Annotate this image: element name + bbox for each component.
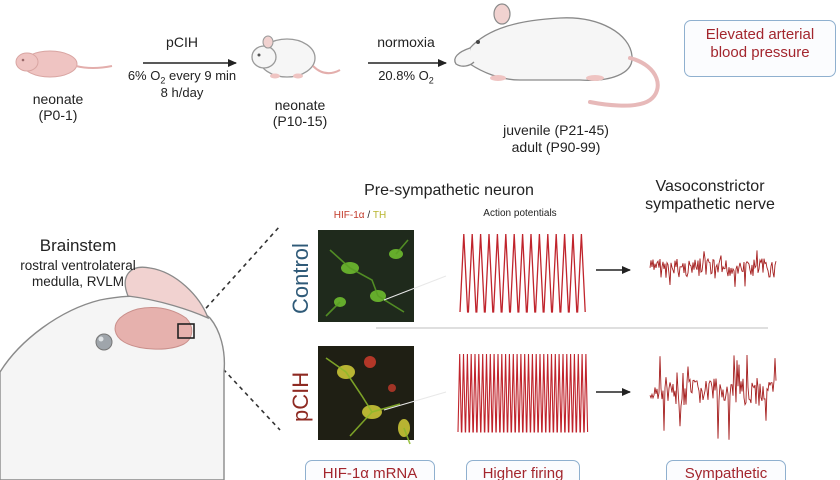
hif-mrna-box: HIF-1α mRNA [305,460,435,480]
control-nerve-recording [649,250,777,287]
adult-label: adult (P90-99) [511,139,601,155]
pcih-micrograph [318,346,447,445]
juvenile-label: juvenile (P21-45) [503,122,609,138]
pcih-label: pCIH [166,34,198,50]
control-action-potentials [459,233,586,313]
neonate-mid-label: neonate (P10-15) [272,97,328,130]
pcih-protocol: 6% O2 every 9 min 8 h/day [127,68,237,100]
sympathetic-box: Sympathetic [666,460,786,480]
action-potentials-label: Action potentials [483,208,557,219]
outcome-box: Elevated arterial blood pressure [684,20,836,77]
neonate-start-label: neonate (P0-1) [32,91,84,124]
neonate-pup-icon [15,50,113,78]
zoom-line-top [189,225,281,327]
neonate-p10-pup-icon [251,35,341,79]
normoxia-o2-label: 20.8% O2 [378,68,434,86]
pre-sympathetic-title: Pre-sympathetic neuron [364,182,534,199]
brainstem-subtitle: rostral ventrolateral medulla, RVLM [20,258,136,289]
micrograph-legend: HIF-1α / TH [333,210,387,221]
brainstem-title: Brainstem [39,236,117,255]
nerve-title: Vasoconstrictor sympathetic nerve [645,178,775,214]
rat-head-illustration [0,266,226,480]
higher-firing-box: Higher firing [466,460,580,480]
pcih-action-potentials [457,353,589,433]
control-row-label: Control [288,243,313,314]
rvlm-box [177,323,195,339]
adult-rat-icon [454,3,660,108]
control-micrograph [318,230,447,322]
pcih-row-label: pCIH [288,371,313,422]
pcih-nerve-recording [649,354,777,440]
normoxia-label: normoxia [377,34,435,50]
